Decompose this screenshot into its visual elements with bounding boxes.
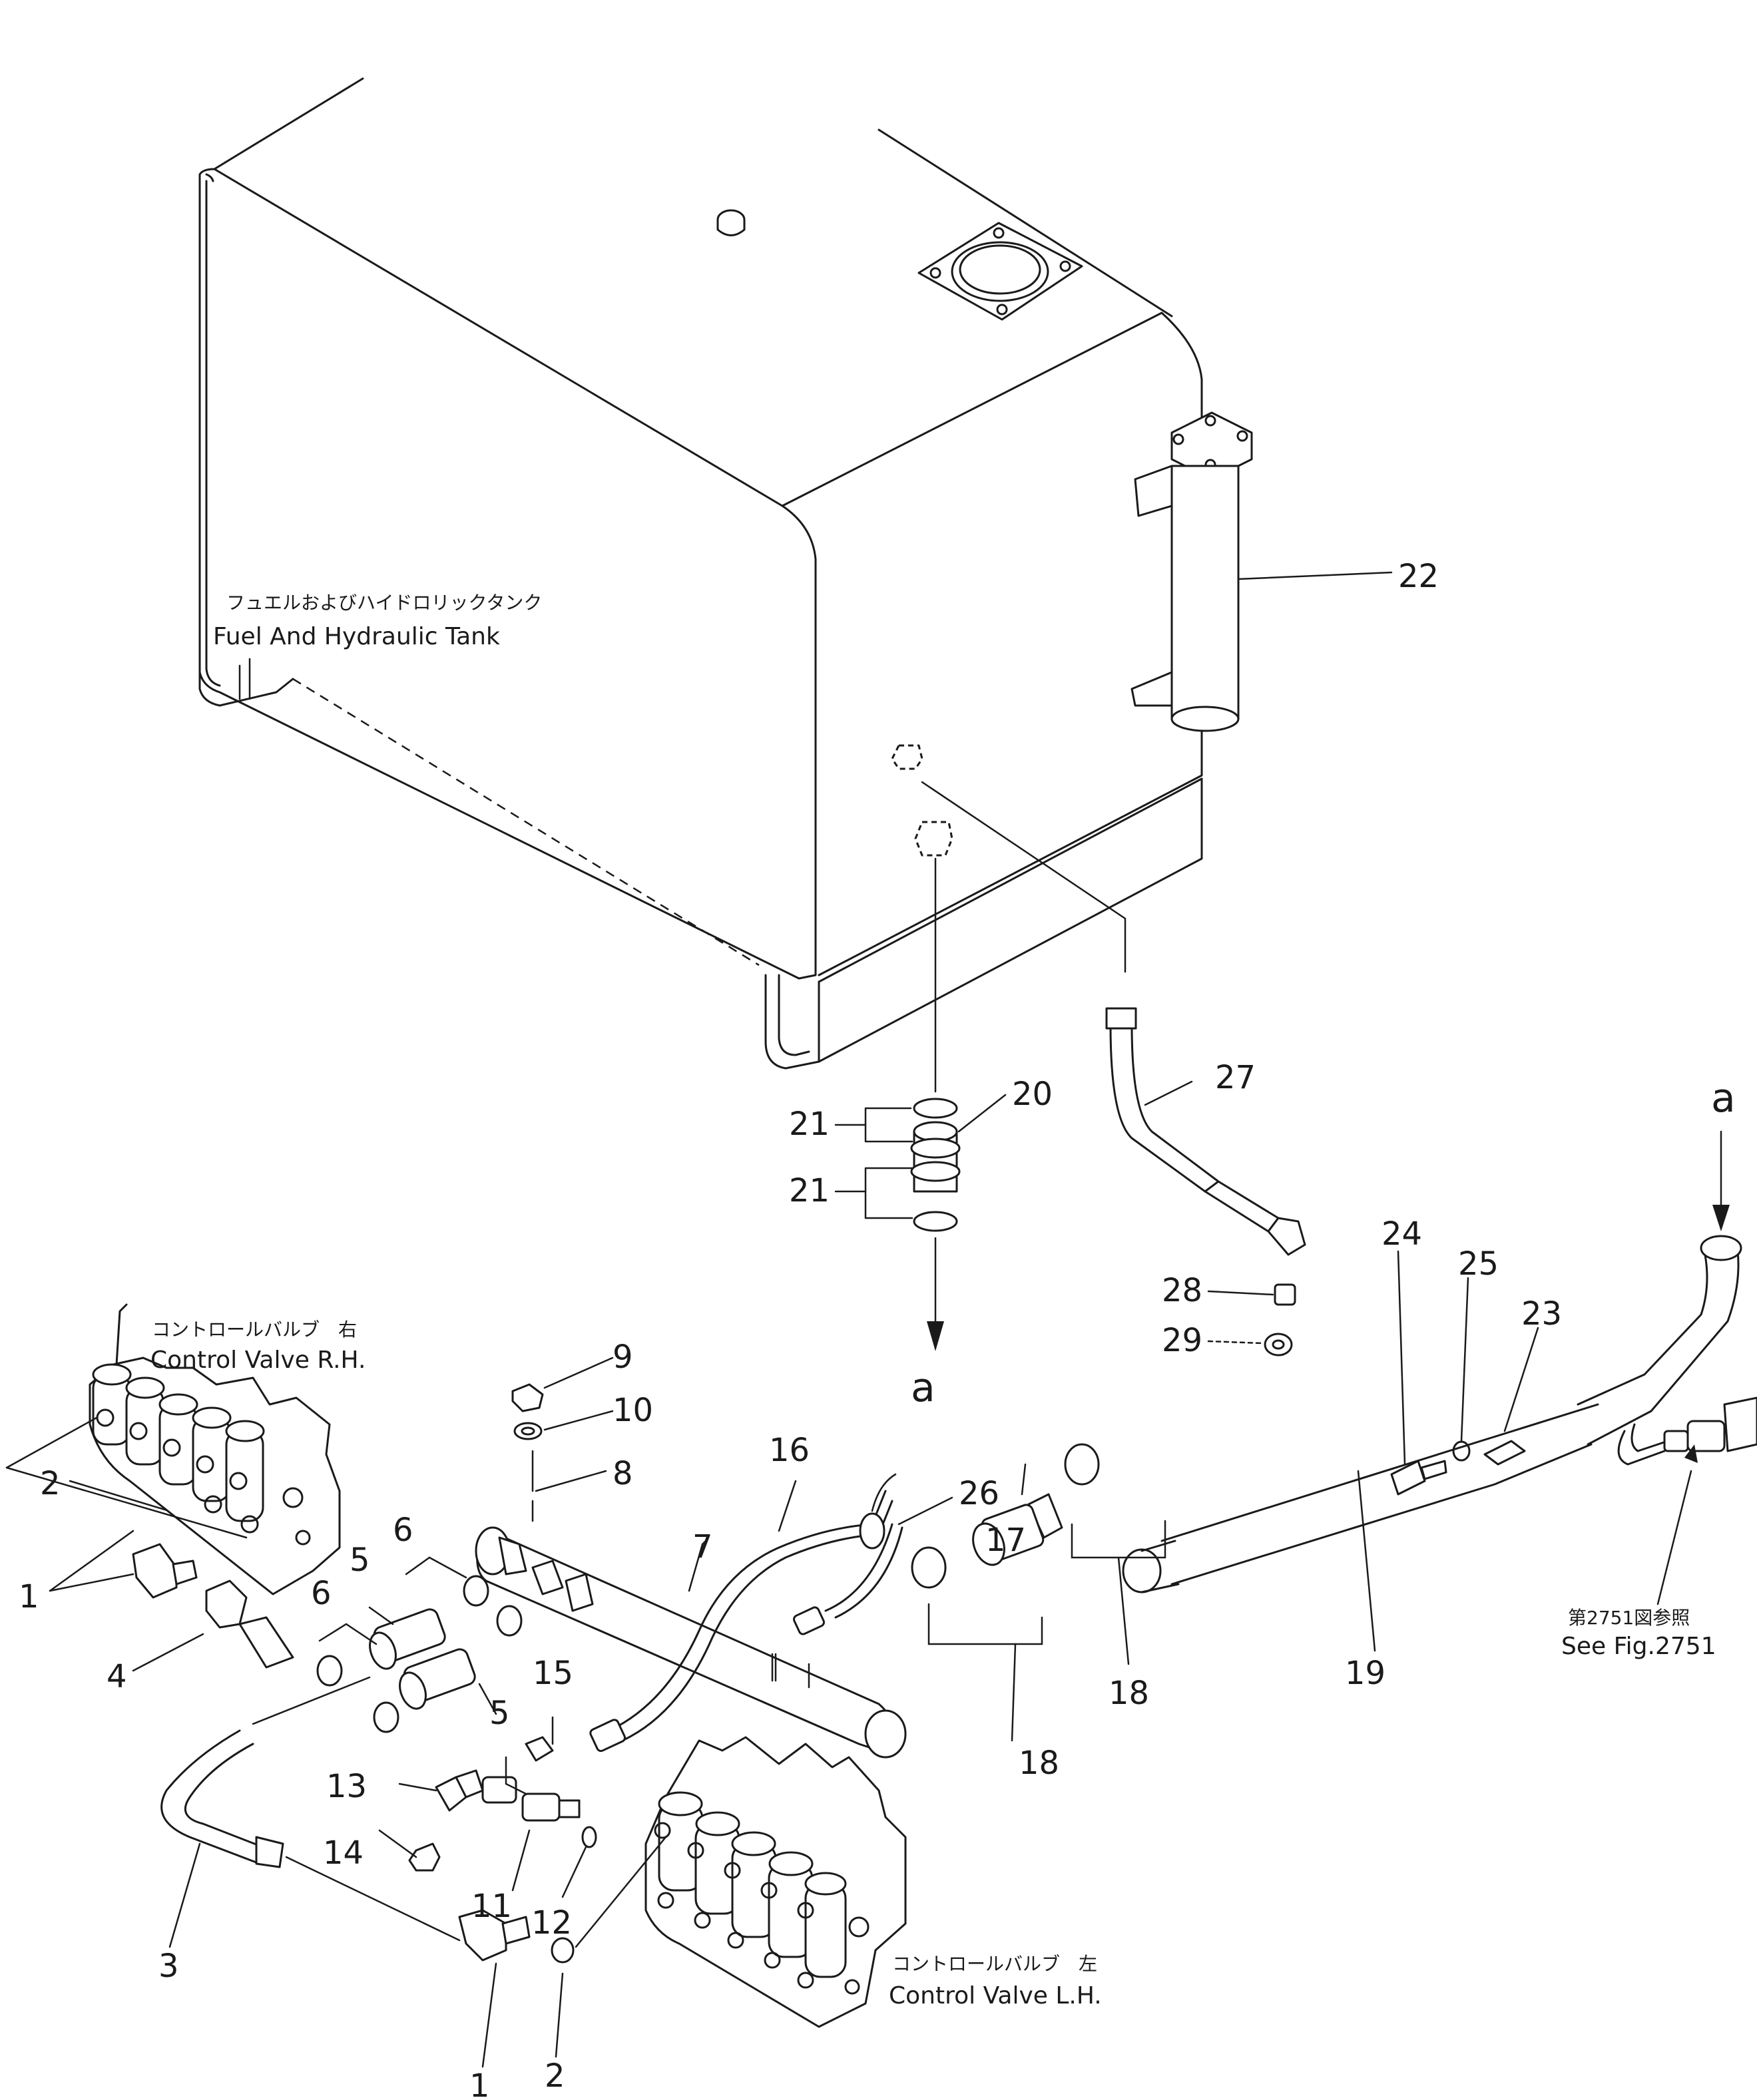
parts-1-4-fittings: [49, 1480, 575, 2068]
callout-12: 12: [531, 1904, 572, 1942]
callout-16: 16: [769, 1432, 810, 1469]
part-16-hose-26: [589, 1473, 953, 1753]
callout-10: 10: [613, 1392, 653, 1429]
callout-numbers: 22 20 21 21 27 28 29 24 25 23 19 9 10 8 …: [19, 558, 1562, 2100]
callout-22: 22: [1398, 558, 1439, 595]
callout-1-upper: 1: [19, 1578, 39, 1615]
callout-15: 15: [533, 1655, 573, 1692]
callout-18-left: 18: [1019, 1745, 1059, 1782]
callout-26: 26: [959, 1475, 999, 1512]
callout-7: 7: [692, 1528, 713, 1566]
see-figure-label-en: See Fig.2751: [1561, 1633, 1716, 1660]
callout-6-left: 6: [311, 1575, 332, 1612]
callout-20: 20: [1012, 1076, 1053, 1113]
parts-11-15-fittings: [378, 1716, 597, 1898]
connector-a-upper: a: [1711, 1075, 1736, 1122]
control-valve-rh: [5, 1303, 341, 1595]
callout-27: 27: [1215, 1059, 1256, 1096]
tank-label-en: Fuel And Hydraulic Tank: [213, 623, 500, 650]
callout-21-lower: 21: [789, 1172, 830, 1209]
callout-23: 23: [1521, 1295, 1562, 1333]
part-27-hose: [1105, 1007, 1306, 1256]
control-valve-lh: [575, 1736, 907, 2028]
callout-11: 11: [471, 1888, 512, 1925]
callout-28: 28: [1162, 1272, 1202, 1309]
see-figure-label-ja: 第2751図参照: [1568, 1607, 1690, 1629]
control-valve-rh-label-en: Control Valve R.H.: [150, 1347, 366, 1374]
callout-8: 8: [613, 1455, 633, 1492]
callout-24: 24: [1381, 1215, 1422, 1253]
callout-25: 25: [1458, 1245, 1499, 1283]
callout-5-lower: 5: [489, 1695, 510, 1732]
part-20-hose-21-clamps: [834, 857, 1007, 1351]
fuel-hydraulic-tank: [198, 77, 1203, 1070]
parts-28-29: [1207, 1283, 1296, 1357]
callout-17: 17: [985, 1522, 1026, 1559]
part-22-filter: [1130, 411, 1393, 732]
callout-9: 9: [613, 1339, 633, 1376]
callout-3: 3: [158, 1948, 179, 1985]
callout-4: 4: [107, 1658, 127, 1695]
tank-label-ja: フュエルおよびハイドロリックタンク: [226, 592, 542, 614]
pipe-19-and-fittings: [1122, 1130, 1757, 1652]
parts-5-6-hose-clamps: [316, 1556, 523, 1733]
control-valve-lh-label-ja: コントロールバルブ 左: [892, 1953, 1097, 1975]
control-valve-lh-label-en: Control Valve L.H.: [889, 1982, 1102, 2009]
callout-19: 19: [1345, 1655, 1385, 1692]
callout-5-upper: 5: [350, 1542, 370, 1579]
connector-a-lower: a: [911, 1365, 935, 1411]
part-7-manifold: [475, 1357, 907, 1759]
callout-1-lower: 1: [469, 2067, 490, 2100]
callout-2-upper: 2: [40, 1465, 61, 1502]
callout-2-lower: 2: [545, 2057, 565, 2095]
callout-18-right: 18: [1109, 1675, 1149, 1712]
callout-21-upper: 21: [789, 1106, 830, 1143]
text-labels: フュエルおよびハイドロリックタンク Fuel And Hydraulic Tan…: [150, 592, 1736, 2009]
callout-14: 14: [323, 1834, 364, 1872]
callout-13: 13: [326, 1768, 367, 1805]
callout-29: 29: [1162, 1322, 1202, 1359]
callout-6-right: 6: [393, 1512, 413, 1549]
parts-17-18-hose-clamps: [911, 1443, 1166, 1742]
control-valve-rh-label-ja: コントロールバルブ 右: [152, 1319, 357, 1341]
